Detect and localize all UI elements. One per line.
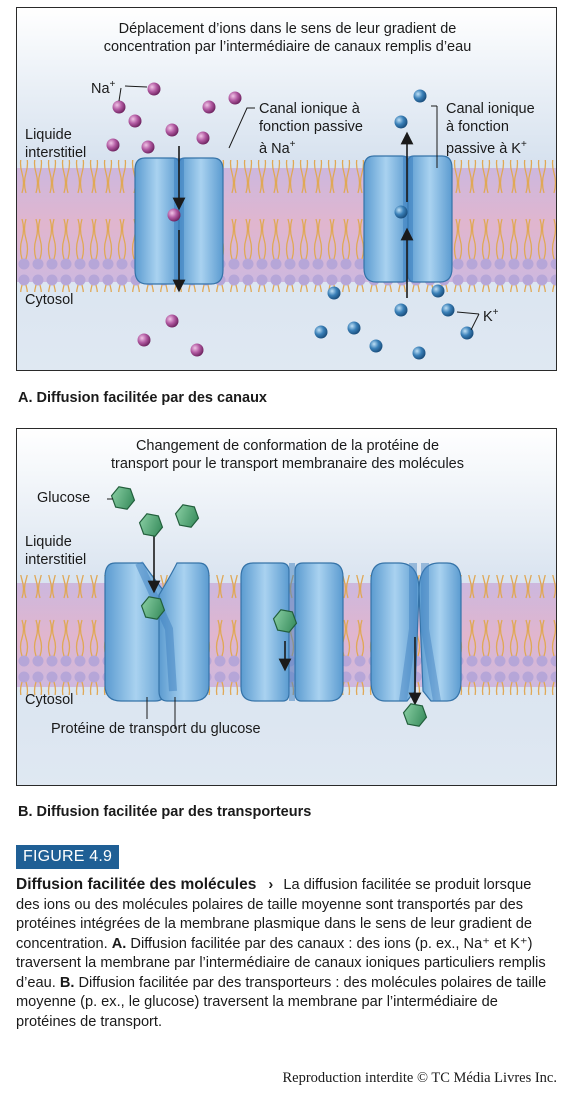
transporter-label: Protéine de transport du glucose (51, 721, 261, 737)
glucose-molecule (174, 504, 200, 528)
na-channel-protein (134, 157, 224, 285)
leader-lines-b (107, 498, 176, 729)
panel-a-caption: A. Diffusion facilitée par des canaux (18, 390, 267, 406)
k-ion (314, 325, 328, 339)
na-ions (106, 82, 242, 357)
glucose-molecule (110, 486, 136, 510)
transporter-open-outside (104, 561, 210, 702)
na-ion (167, 208, 181, 222)
na-ion (106, 138, 120, 152)
na-ion (141, 140, 155, 154)
na-ion (112, 100, 126, 114)
panel-b-caption: B. Diffusion facilitée par des transport… (18, 804, 312, 820)
na-channel-label: Canal ionique à fonction passive à Na+ (259, 100, 363, 158)
k-ion (394, 205, 408, 219)
description-b-label: B. (59, 974, 75, 991)
na-ion (137, 333, 151, 347)
glucose-molecule (140, 596, 166, 620)
k-channel-label: Canal ionique à fonction passive à K+ (446, 100, 535, 158)
description-lead: Diffusion facilitée des molécules (16, 876, 257, 893)
na-ion (190, 343, 204, 357)
k-ion (394, 115, 408, 129)
glucose-molecule (138, 513, 164, 537)
k-channel-label-line-3: passive à K (446, 140, 521, 157)
panel-a-title-line-1: Déplacement d’ions dans le sens de leur … (118, 21, 457, 37)
na-label: Na+ (91, 76, 115, 98)
panel-b-title-line-1: Changement de conformation de la protéin… (135, 438, 440, 454)
transporter-occluded (240, 562, 344, 702)
liquid-label-b-line-1: Liquide (25, 534, 72, 550)
panel-a-illustration (17, 8, 556, 370)
k-channel-protein (363, 155, 453, 283)
glucose-molecule (402, 703, 428, 727)
k-label-text: K (483, 308, 493, 325)
k-ion (441, 303, 455, 317)
k-channel-label-sup: + (520, 139, 527, 150)
na-label-sup: + (109, 79, 116, 90)
panel-b-title: Changement de conformation de la protéin… (17, 437, 556, 473)
description-a-text: Diffusion facilitée par des canaux : des… (16, 935, 546, 991)
liquid-label-b: Liquide interstitiel (25, 533, 86, 569)
liquid-label-a-line-1: Liquide (25, 127, 72, 143)
figure-tag: FIGURE 4.9 (16, 845, 120, 869)
cytosol-label-a: Cytosol (25, 292, 74, 308)
k-ion (369, 339, 383, 353)
cytosol-label-b: Cytosol (25, 692, 74, 708)
transporter-open-inside (370, 562, 462, 702)
lipid-bilayer (17, 160, 556, 292)
leader-lines-a (118, 85, 480, 331)
description-text: La diffusion facilitée se produit lorsqu… (16, 877, 532, 952)
na-channel-label-line-3: à Na (259, 140, 290, 157)
k-ion (394, 303, 408, 317)
copyright-footer: Reproduction interdite © TC Média Livres… (282, 1070, 557, 1086)
glucose-molecule (272, 609, 298, 633)
k-label-sup: + (492, 307, 499, 318)
panel-b-illustration (17, 429, 556, 785)
figure-description: Diffusion facilitée des molécules › La d… (16, 875, 556, 1032)
panel-b-transporters: Changement de conformation de la protéin… (16, 428, 557, 786)
k-ion (347, 321, 361, 335)
panel-a-title: Déplacement d’ions dans le sens de leur … (17, 20, 556, 56)
panel-a-title-line-2: concentration par l’intermédiaire de can… (103, 39, 472, 55)
k-ion (327, 286, 341, 300)
k-ion (412, 346, 426, 360)
k-ion (460, 326, 474, 340)
na-label-text: Na (91, 80, 110, 97)
na-ion (165, 314, 179, 328)
liquid-label-a: Liquide interstitiel (25, 126, 86, 162)
na-ion (165, 123, 179, 137)
na-ion (196, 131, 210, 145)
k-ion (431, 284, 445, 298)
k-ions (314, 89, 474, 360)
panel-a-channels: Déplacement d’ions dans le sens de leur … (16, 7, 557, 371)
description-b-text: Diffusion facilitée par des transporteur… (16, 974, 547, 1030)
na-channel-label-sup: + (289, 139, 296, 150)
description-a-label: A. (111, 935, 127, 952)
na-ion (128, 114, 142, 128)
na-ion (147, 82, 161, 96)
chevron-icon: › (268, 877, 274, 893)
k-ion (413, 89, 427, 103)
glucose-label: Glucose (37, 490, 91, 506)
liquid-label-b-line-2: interstitiel (25, 552, 87, 568)
na-channel-label-line-2: fonction passive (259, 119, 363, 135)
k-label: K+ (483, 304, 499, 326)
liquid-label-a-line-2: interstitiel (25, 145, 87, 161)
na-channel-label-line-1: Canal ionique à (259, 101, 360, 117)
na-ion (202, 100, 216, 114)
k-channel-label-line-2: à fonction (446, 119, 509, 135)
glucose-molecules (110, 486, 428, 727)
na-ion (228, 91, 242, 105)
panel-b-title-line-2: transport pour le transport membranaire … (111, 456, 464, 472)
k-channel-label-line-1: Canal ionique (446, 101, 535, 117)
